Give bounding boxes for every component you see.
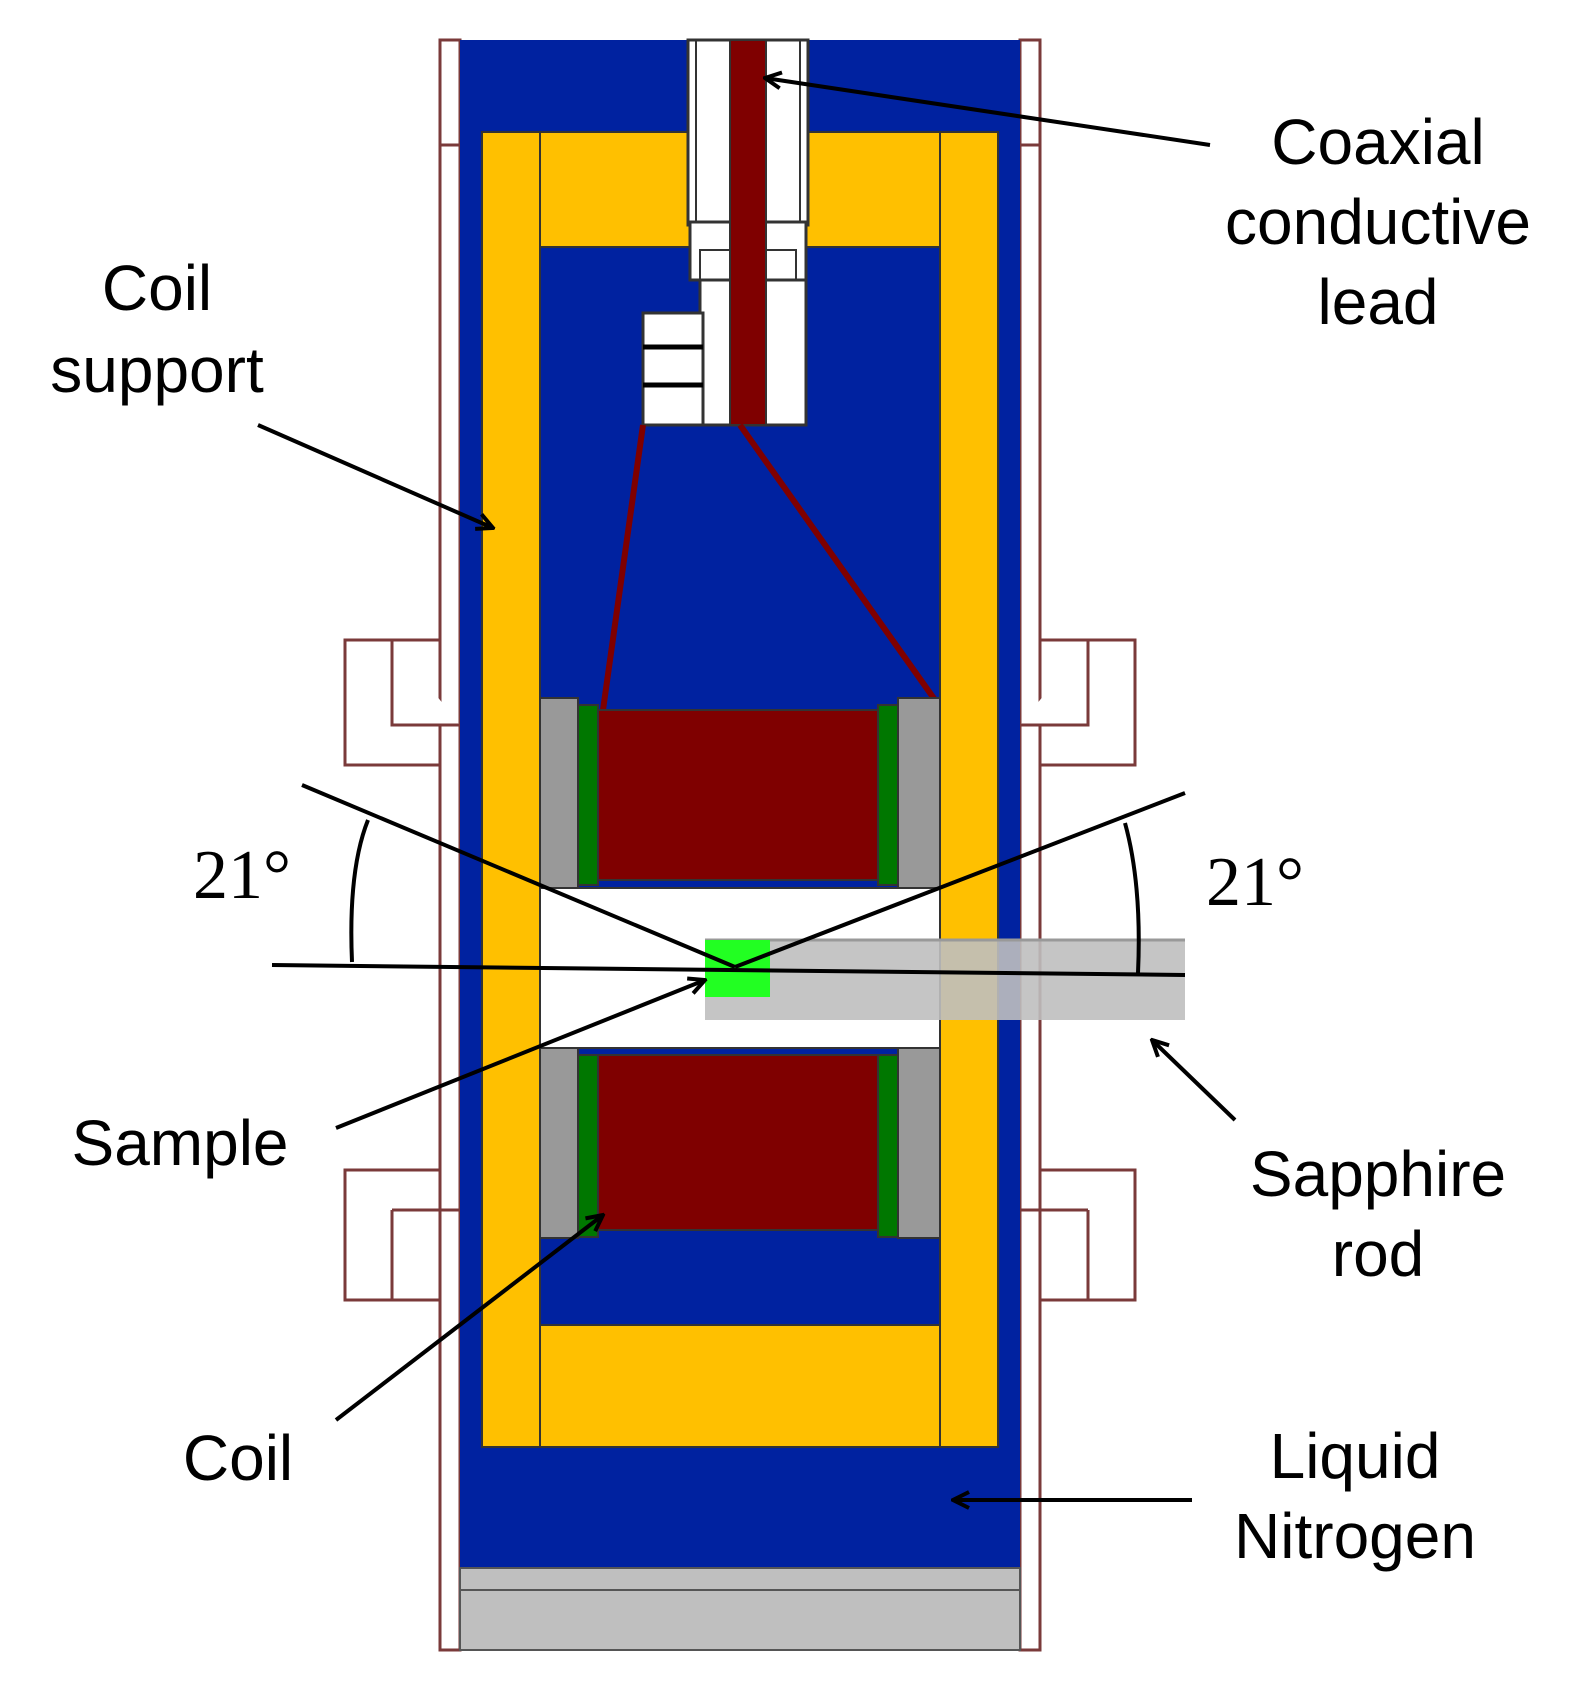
svg-text:Coil: Coil	[102, 252, 212, 324]
svg-text:Sapphire: Sapphire	[1250, 1138, 1506, 1210]
optical-paths	[271, 783, 1186, 977]
coil-lead-wires	[600, 423, 938, 711]
angle-arcs	[349, 819, 1141, 974]
label-angle-right: 21°	[1206, 844, 1304, 921]
lower-coil-assembly	[539, 1047, 941, 1239]
sapphire-rod	[705, 938, 1185, 1020]
label-angle-left: 21°	[193, 837, 291, 914]
bottom-plug	[459, 1567, 1021, 1651]
svg-text:support: support	[50, 334, 264, 406]
label-liquid-nitrogen: Liquid Nitrogen	[1234, 1420, 1476, 1572]
svg-text:Coaxial: Coaxial	[1271, 106, 1484, 178]
label-sample: Sample	[72, 1107, 289, 1179]
svg-text:rod: rod	[1332, 1218, 1425, 1290]
label-coil: Coil	[183, 1422, 293, 1494]
label-sapphire-rod: Sapphire rod	[1250, 1138, 1506, 1290]
coaxial-lead	[641, 38, 810, 427]
label-coaxial-lead: Coaxial conductive lead	[1225, 106, 1531, 338]
svg-text:Liquid: Liquid	[1270, 1420, 1441, 1492]
label-coil-support: Coil support	[50, 252, 264, 406]
flanges	[343, 638, 1137, 1302]
svg-text:conductive: conductive	[1225, 186, 1531, 258]
svg-text:lead: lead	[1318, 266, 1439, 338]
callout-arrows	[257, 78, 1237, 1500]
upper-coil-assembly	[539, 697, 941, 889]
svg-text:Nitrogen: Nitrogen	[1234, 1500, 1476, 1572]
